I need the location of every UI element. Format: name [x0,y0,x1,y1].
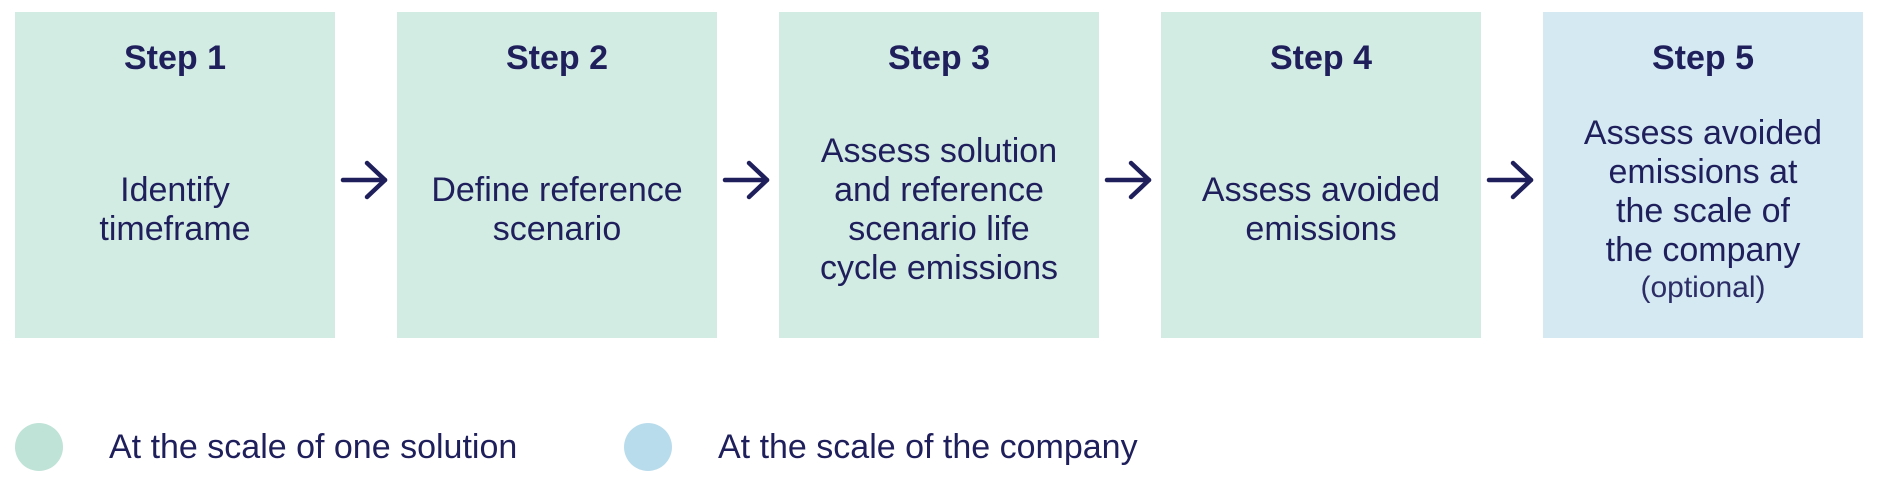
legend-item-company: At the scale of the company [624,422,1138,472]
legend-label: At the scale of one solution [109,428,518,466]
arrow-right-icon [722,160,770,200]
step-title: Step 5 [1651,39,1755,77]
step-body: Assess avoided emissions at the scale of… [1543,108,1863,312]
step-title: Step 2 [505,39,609,77]
step-title: Step 4 [1269,39,1373,77]
step-body: Define reference scenario [397,108,717,312]
arrow-right-icon [1104,160,1152,200]
step-box-2: Step 2 Define reference scenario [397,12,717,338]
step-box-3: Step 3 Assess solution and reference sce… [779,12,1099,338]
legend-dot-company [624,423,672,471]
step-description: Assess solution and reference scenario l… [819,132,1059,287]
step-note: (optional) [1640,271,1766,304]
arrow-right-icon [1486,160,1534,200]
step-box-1: Step 1 Identify timeframe [15,12,335,338]
step-description: Assess avoided emissions [1201,171,1441,248]
legend-label: At the scale of the company [718,428,1138,466]
legend-dot-solution [15,423,63,471]
step-description: Assess avoided emissions at the scale of… [1583,114,1823,269]
step-body: Assess avoided emissions [1161,108,1481,312]
step-description: Identify timeframe [99,171,251,248]
step-body: Identify timeframe [15,108,335,312]
arrow-right-icon [340,160,388,200]
step-body: Assess solution and reference scenario l… [779,108,1099,312]
step-box-5: Step 5 Assess avoided emissions at the s… [1543,12,1863,338]
legend-item-solution: At the scale of one solution [15,422,517,472]
step-title: Step 3 [887,39,991,77]
step-description: Define reference scenario [431,171,683,248]
step-title: Step 1 [123,39,227,77]
step-box-4: Step 4 Assess avoided emissions [1161,12,1481,338]
